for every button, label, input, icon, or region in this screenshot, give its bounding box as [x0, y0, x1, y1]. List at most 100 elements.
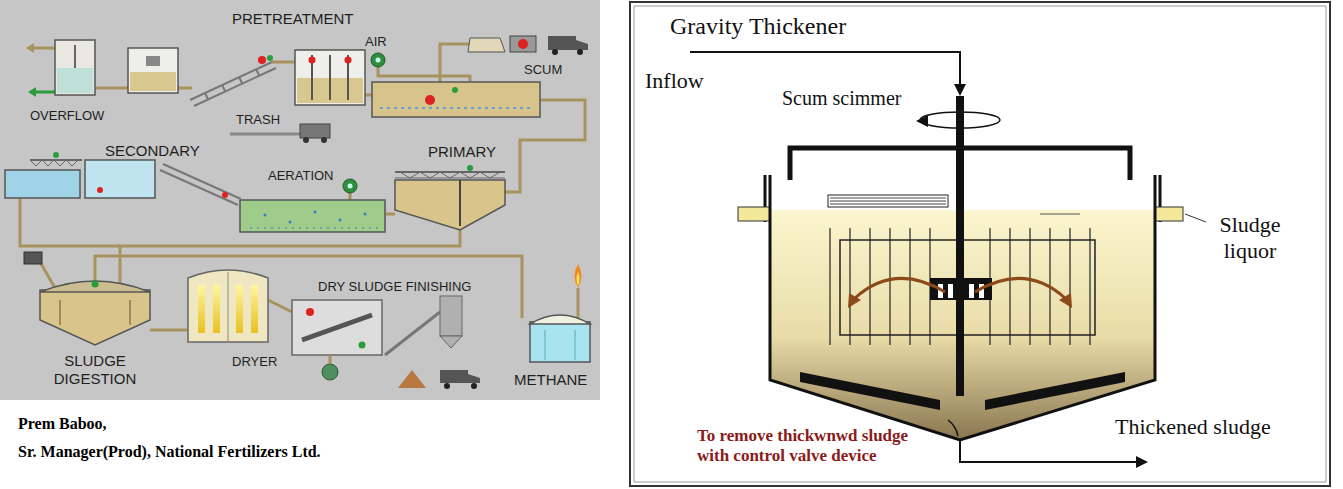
aeration-tank [314, 211, 317, 214]
feed-well [840, 240, 1095, 335]
overflow-arrow [35, 91, 55, 94]
feed-well [840, 240, 1095, 335]
picket-rods [889, 228, 890, 345]
grit-tank [345, 57, 352, 64]
scraper-arm [800, 372, 1125, 410]
screen-conveyor [190, 62, 272, 100]
digester-tank [40, 290, 150, 345]
aeration-tank [250, 228, 378, 229]
dryer-building [188, 270, 268, 342]
secondary-clarifier [30, 160, 78, 166]
grit-tank [309, 57, 316, 64]
grit-tank [295, 50, 365, 105]
unit-label: AERATION [268, 168, 334, 184]
overflow-arrow [33, 47, 55, 50]
dryer-building [213, 285, 220, 333]
picket-rods [1029, 228, 1030, 345]
process-pipe [349, 193, 352, 200]
inflow-pipe [690, 52, 960, 86]
part-label: Inflow [645, 68, 704, 94]
gas-flare [575, 264, 582, 288]
unit-label: TRASH [236, 112, 280, 128]
primary-clarifier [395, 171, 505, 173]
section-title: PRIMARY [428, 143, 496, 161]
finishing-equipment [444, 383, 450, 389]
dryer-building [188, 270, 268, 342]
scum-skimmer [830, 204, 946, 205]
unit-label: SCUM [524, 62, 562, 78]
overflow-tank [74, 45, 76, 68]
scum-skimmer [830, 198, 946, 199]
secondary-clarifier [85, 160, 155, 198]
screen-conveyor [194, 68, 276, 106]
unit-label: AIR [365, 34, 387, 50]
air-blower [371, 53, 385, 67]
picket-rods [1089, 228, 1090, 345]
panel-ground [0, 0, 600, 400]
outlet-pipe [948, 420, 958, 436]
process-pipe [268, 300, 292, 312]
process-pipe [40, 262, 55, 288]
finishing-equipment [471, 383, 477, 389]
trash-truck [303, 137, 309, 143]
digester-tank [59, 300, 61, 325]
air-blower [371, 53, 385, 67]
digester-tank [129, 300, 131, 325]
grit-channel [372, 82, 540, 117]
inflow-pipe [954, 84, 966, 96]
finishing-equipment [440, 296, 462, 336]
dryer-building [198, 285, 205, 333]
overflow-pipe [738, 207, 1206, 222]
picket-rods [1009, 228, 1010, 345]
tank-liquid [1040, 214, 1080, 215]
dryer-building [236, 285, 243, 333]
aeration-tank [240, 200, 385, 232]
drive-shaft [956, 96, 964, 396]
inlet-tank [146, 56, 160, 66]
methane-tank [530, 315, 590, 324]
hub [969, 284, 974, 298]
screen-conveyor [239, 77, 242, 83]
scraper-arm [800, 372, 940, 410]
finishing-equipment [385, 312, 440, 355]
control-box [24, 252, 42, 264]
trash-truck [300, 124, 330, 138]
scum-equipment [518, 39, 528, 49]
finishing-equipment [322, 364, 338, 380]
section-title: SECONDARY [105, 142, 200, 160]
note-text: To remove thickwnwd sludge with control … [697, 426, 937, 467]
return-conveyor [160, 170, 238, 205]
grit-channel [425, 95, 435, 105]
methane-tank [530, 322, 590, 362]
unit-label: OVERFLOW [30, 108, 104, 124]
overflow-tank [55, 40, 95, 95]
author-title: Sr. Manager(Prod), National Fertilizers … [18, 442, 321, 461]
panel-ground [0, 0, 600, 400]
methane-tank [575, 330, 576, 360]
grit-tank [329, 55, 331, 100]
overflow-arrow [28, 87, 36, 97]
finishing-equipment [302, 315, 372, 340]
rotation-arrow [916, 115, 928, 127]
dryer-building [251, 285, 258, 333]
unit-label: DRY SLUDGE FINISHING [318, 279, 471, 295]
outlet-pipe [960, 440, 1136, 462]
scum-skimmer [828, 195, 948, 207]
overflow-tank [55, 40, 95, 95]
process-pipe [365, 94, 372, 97]
finishing-equipment [359, 342, 366, 349]
scum-equipment [576, 40, 588, 50]
grit-channel [452, 87, 458, 93]
scum-equipment [577, 49, 583, 55]
screen-conveyor [256, 69, 259, 75]
screen-conveyor [258, 56, 266, 64]
part-label: Thickened sludge [1115, 414, 1271, 440]
section-title: PRETREATMENT [232, 10, 353, 28]
aeration-tank [264, 214, 267, 217]
unit-label: DRYER [232, 354, 277, 370]
section-title: SLUDGE DIGESTION [40, 352, 150, 388]
drive-shaft [956, 96, 964, 396]
secondary-clarifier [97, 187, 103, 193]
inlet-tank [128, 48, 178, 93]
methane-tank [530, 315, 590, 362]
